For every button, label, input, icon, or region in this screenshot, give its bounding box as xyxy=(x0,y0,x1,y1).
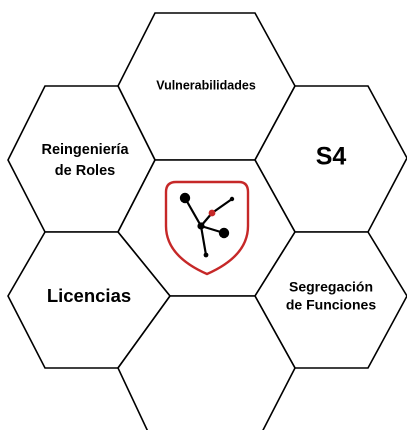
graph-node-large xyxy=(179,192,191,204)
hexagon-label-segregacion-line1: Segregación xyxy=(289,279,373,295)
graph-edge xyxy=(210,197,234,215)
graph-edge xyxy=(183,196,203,228)
hexagon-label-reingenieria-line1: Reingeniería xyxy=(41,142,129,158)
shield-outline xyxy=(164,180,250,276)
graph-node-medium xyxy=(197,222,205,230)
hexagon-label-segregacion-line2: de Funciones xyxy=(286,297,376,313)
hexagon-segregacion-de-funciones: Segregación de Funciones xyxy=(254,231,407,369)
graph-edge xyxy=(199,224,208,257)
graph-node-accent xyxy=(208,209,216,217)
network-shield-icon xyxy=(164,180,250,276)
hexagon-label-s4: S4 xyxy=(316,143,347,171)
graph-node-small xyxy=(229,196,235,202)
hexagon-licencias: Licencias xyxy=(7,231,172,369)
hexagon-reingenieria-de-roles: Reingeniería de Roles xyxy=(7,85,156,233)
hexagon-bottom xyxy=(117,295,296,430)
graph-node-small xyxy=(203,252,209,258)
hexagon-label-vulnerabilidades: Vulnerabilidades xyxy=(156,78,256,92)
hexagon-label-reingenieria-line2: de Roles xyxy=(55,163,115,179)
hexagon-label-licencias: Licencias xyxy=(47,285,131,306)
graph-node-large xyxy=(218,227,230,239)
